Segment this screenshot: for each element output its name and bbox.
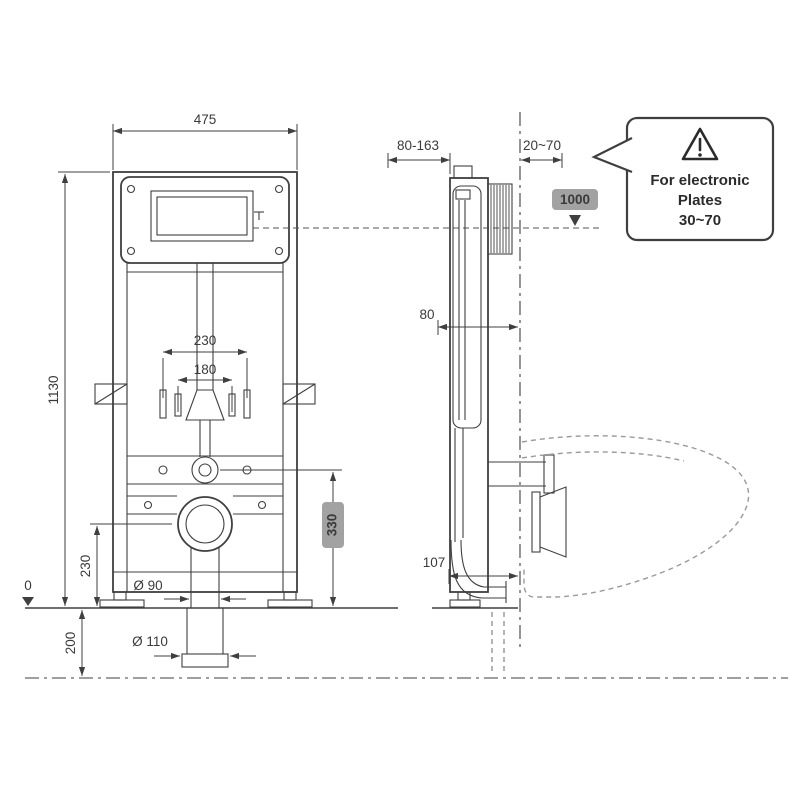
dim-label-below-floor: 200 (63, 632, 78, 655)
floor-zero-marker: 0 (22, 578, 34, 606)
dimension-depth-range: 80-163 (387, 138, 451, 174)
dimension-drain-height: 230 (78, 523, 172, 606)
dim-label-height: 1130 (46, 375, 61, 404)
dimension-drain-diameter: Ø 90 (133, 578, 246, 603)
floor-zero-arrow-icon (22, 597, 34, 606)
dimension-height: 1130 (46, 171, 110, 606)
dimension-bolt-outer: 230 (162, 333, 248, 398)
side-view: 80-163 20~70 1000 80 107 (387, 112, 750, 672)
dimension-wall-clearance: 20~70 (521, 138, 563, 168)
dimension-waste-diameter: Ø 110 (132, 634, 256, 660)
cistern-front (120, 176, 290, 273)
dim-label-bolt-outer: 230 (194, 333, 217, 348)
dim-label-depth-range: 80-163 (397, 138, 439, 153)
dim-label-tank-depth: 80 (419, 307, 434, 322)
plate-height-arrow-icon (569, 215, 581, 226)
dim-label-d110: Ø 110 (132, 634, 168, 649)
callout-box (625, 116, 775, 242)
floor-reference (25, 607, 788, 679)
toilet-bowl-outline (521, 435, 750, 598)
plate-height-badge (552, 189, 598, 210)
dimension-bolt-inner: 180 (177, 362, 233, 412)
dimension-plate-height: 1000 (552, 189, 598, 226)
dimension-width: 475 (112, 112, 298, 170)
dim-label-flush-height: 330 (325, 514, 340, 537)
flush-pipe-assembly (127, 263, 283, 485)
callout-tail (591, 137, 633, 174)
frame-side-profile (449, 165, 567, 672)
callout-line1: For electronic (650, 172, 749, 189)
dim-label-bolt-inner: 180 (194, 362, 217, 377)
floor-zero-label: 0 (24, 578, 32, 593)
dimension-outlet-distance: 107 (423, 555, 518, 584)
dim-label-width: 475 (194, 112, 217, 127)
flush-connection (191, 456, 219, 484)
dimension-below-floor: 200 (63, 610, 86, 676)
callout-line2: Plates (678, 192, 722, 209)
bowl-connector (539, 486, 567, 558)
dim-label-drain-height: 230 (78, 555, 93, 578)
flush-height-badge (322, 502, 344, 548)
callout-line3: 30~70 (679, 212, 721, 229)
dim-label-plate-height: 1000 (560, 192, 590, 207)
callout-note: For electronic Plates 30~70 (591, 116, 775, 242)
flush-plate-block (487, 183, 513, 255)
dimension-tank-depth: 80 (419, 307, 518, 335)
dim-label-wall-clearance: 20~70 (523, 138, 561, 153)
drain-assembly (127, 495, 283, 668)
warning-triangle-icon (681, 127, 719, 161)
dim-label-outlet-distance: 107 (423, 555, 446, 570)
access-panel (150, 190, 254, 242)
front-view: 475 1130 230 180 330 (22, 112, 600, 676)
dim-label-d90: Ø 90 (133, 578, 162, 593)
dimension-flush-height: 330 (220, 469, 344, 606)
